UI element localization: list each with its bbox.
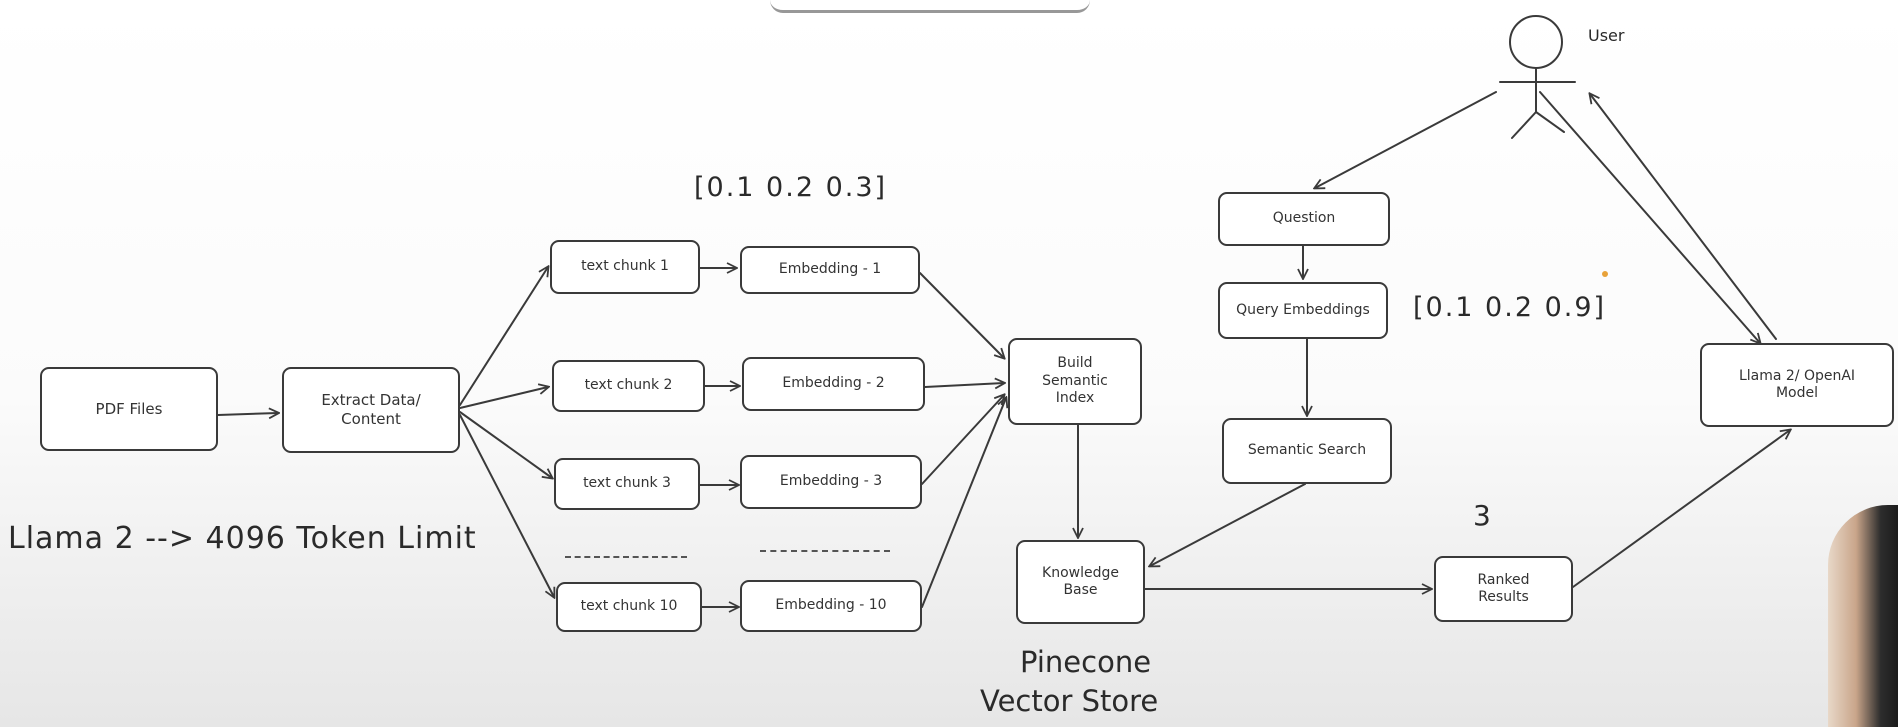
node-embedding-10: Embedding - 10 bbox=[740, 580, 922, 632]
edge-ranked-llm bbox=[1572, 430, 1790, 588]
vector-example-top: [0.1 0.2 0.3] bbox=[694, 172, 888, 203]
node-query-embeddings: Query Embeddings bbox=[1218, 282, 1388, 339]
node-semantic-search: Semantic Search bbox=[1222, 418, 1392, 484]
vector-example-query: [0.1 0.2 0.9] bbox=[1413, 292, 1607, 323]
edge-extract-chunk10 bbox=[459, 414, 554, 597]
pinecone-label: Pinecone bbox=[1020, 645, 1152, 679]
node-build-semantic-index: Build Semantic Index bbox=[1008, 338, 1142, 425]
presenter-partial-image bbox=[1828, 505, 1898, 727]
embeddings-ellipsis bbox=[760, 550, 890, 552]
orange-dot bbox=[1602, 271, 1608, 277]
node-text-chunk-3: text chunk 3 bbox=[554, 458, 700, 510]
edge-pdf-extract bbox=[217, 413, 278, 415]
chunks-ellipsis bbox=[565, 556, 687, 558]
edge-llm-user-b bbox=[1590, 94, 1777, 340]
node-embedding-3: Embedding - 3 bbox=[740, 455, 922, 509]
node-llm-model: Llama 2/ OpenAI Model bbox=[1700, 343, 1894, 427]
edge-extract-chunk2 bbox=[459, 387, 548, 409]
edge-extract-chunk3 bbox=[459, 411, 552, 478]
edge-extract-chunk1 bbox=[459, 267, 548, 406]
edge-emb3-index bbox=[921, 395, 1004, 485]
vector-store-label: Vector Store bbox=[980, 684, 1159, 718]
user-stick-figure-icon bbox=[1499, 15, 1576, 139]
node-knowledge-base: Knowledge Base bbox=[1016, 540, 1145, 624]
node-pdf-files: PDF Files bbox=[40, 367, 218, 451]
node-question: Question bbox=[1218, 192, 1390, 246]
top-scribble bbox=[770, 0, 1090, 13]
node-embedding-1: Embedding - 1 bbox=[740, 246, 920, 294]
edge-emb2-index bbox=[924, 383, 1004, 387]
edge-user-question bbox=[1315, 91, 1497, 188]
edge-semantic-kb bbox=[1150, 483, 1306, 566]
node-embedding-2: Embedding - 2 bbox=[742, 357, 925, 411]
node-text-chunk-1: text chunk 1 bbox=[550, 240, 700, 294]
edge-user-llm-a bbox=[1539, 91, 1760, 343]
token-limit-note: Llama 2 --> 4096 Token Limit bbox=[8, 521, 477, 556]
edge-emb1-index bbox=[919, 272, 1004, 358]
node-text-chunk-10: text chunk 10 bbox=[556, 582, 702, 632]
node-extract-data: Extract Data/ Content bbox=[282, 367, 460, 453]
edge-emb10-index bbox=[921, 398, 1006, 608]
user-label: User bbox=[1588, 26, 1625, 45]
node-ranked-results: Ranked Results bbox=[1434, 556, 1573, 622]
node-text-chunk-2: text chunk 2 bbox=[552, 360, 705, 412]
ranked-count: 3 bbox=[1473, 499, 1491, 532]
